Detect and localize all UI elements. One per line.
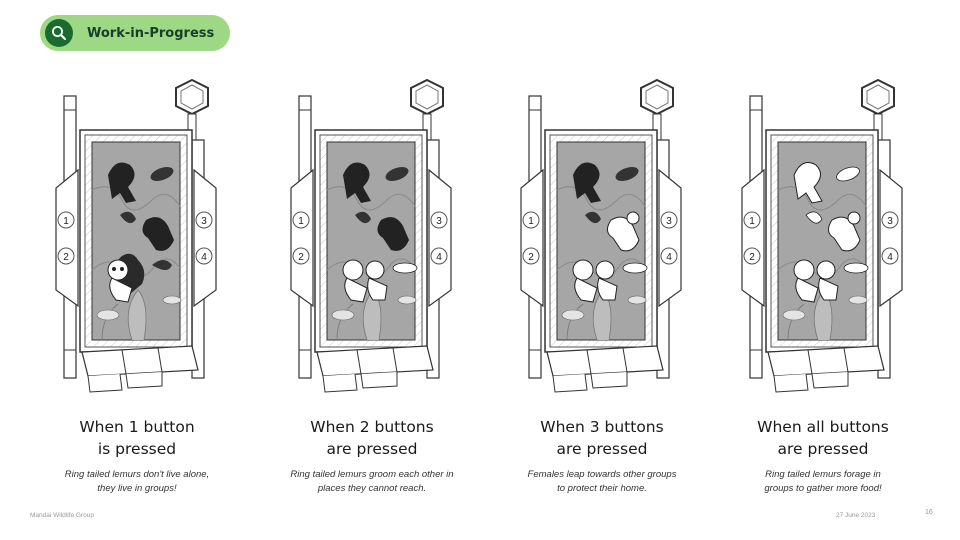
button-4[interactable]: 4 (430, 247, 448, 265)
button-4[interactable]: 4 (881, 247, 899, 265)
footer-organization: Mandai Wildlife Group (30, 512, 94, 519)
button-2[interactable]: 2 (292, 247, 310, 265)
button-label: 1 (528, 216, 534, 227)
button-label: 3 (666, 216, 672, 227)
page-number: 16 (925, 509, 933, 516)
button-3[interactable]: 3 (881, 211, 899, 229)
button-1[interactable]: 1 (522, 211, 540, 229)
button-3[interactable]: 3 (195, 211, 213, 229)
button-3[interactable]: 3 (430, 211, 448, 229)
button-1[interactable]: 1 (743, 211, 761, 229)
lemur-drawings (572, 211, 648, 303)
button-label: 3 (201, 216, 207, 227)
button-2[interactable]: 2 (522, 247, 540, 265)
button-1[interactable]: 1 (57, 211, 75, 229)
button-label: 1 (63, 216, 69, 227)
button-label: 4 (436, 252, 442, 263)
lemur-drawings (342, 259, 418, 303)
button-4[interactable]: 4 (660, 247, 678, 265)
button-label: 1 (749, 216, 755, 227)
button-4[interactable]: 4 (195, 247, 213, 265)
button-label: 2 (528, 252, 534, 263)
button-2[interactable]: 2 (743, 247, 761, 265)
button-2[interactable]: 2 (57, 247, 75, 265)
badge-label: Work-in-Progress (87, 25, 215, 41)
lemur-drawings (793, 162, 869, 303)
footer-date: 27 June 2023 (836, 512, 876, 519)
button-label: 4 (887, 252, 893, 263)
button-label: 2 (63, 252, 69, 263)
lemur-shadows (343, 162, 409, 251)
panel-description: Ring tailed lemurs don't live alone,they… (64, 469, 210, 494)
status-badge: Work-in-Progress (40, 15, 230, 51)
button-label: 4 (666, 252, 672, 263)
kiosk-illustration: 1 2 3 4 (55, 79, 217, 393)
kiosk-illustration: 1 2 3 4 (290, 79, 452, 393)
search-icon (45, 19, 73, 47)
button-1[interactable]: 1 (292, 211, 310, 229)
lemur-drawings (107, 259, 133, 303)
lemur-shadows (573, 162, 639, 224)
button-label: 4 (201, 252, 207, 263)
kiosk-illustration: 1 2 3 4 (741, 79, 903, 393)
button-label: 3 (436, 216, 442, 227)
button-label: 2 (749, 252, 755, 263)
button-label: 3 (887, 216, 893, 227)
kiosk-illustration: 1 2 3 4 (520, 79, 682, 393)
button-label: 2 (298, 252, 304, 263)
button-label: 1 (298, 216, 304, 227)
button-3[interactable]: 3 (660, 211, 678, 229)
